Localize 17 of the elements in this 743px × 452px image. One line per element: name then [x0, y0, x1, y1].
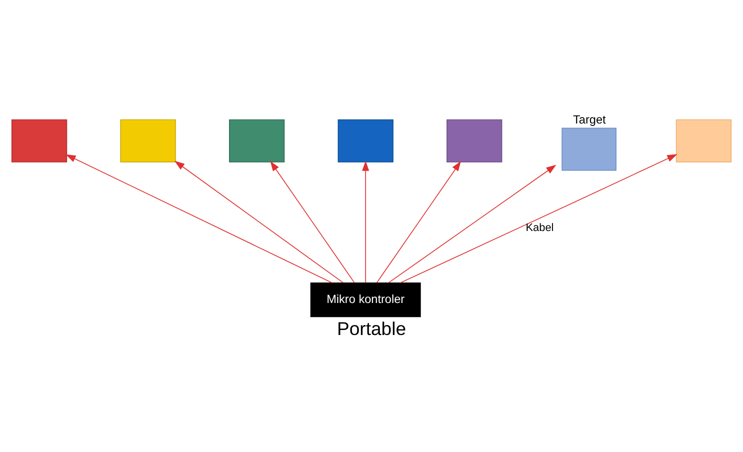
arrow — [66, 154, 333, 284]
node-box — [676, 119, 732, 162]
arrow — [388, 164, 556, 284]
caption: Portable — [336, 318, 406, 339]
edge-label: Kabel — [526, 222, 554, 234]
arrow — [400, 154, 678, 284]
arrow — [270, 160, 355, 284]
node-box — [229, 119, 285, 162]
node-box — [338, 119, 394, 162]
node-box — [446, 119, 502, 162]
node-label: Target — [573, 112, 606, 126]
node-box — [11, 119, 68, 162]
node-box — [120, 119, 176, 162]
arrow — [376, 160, 462, 284]
arrow — [174, 160, 344, 284]
arrow — [362, 160, 370, 284]
node-box: Mikro kontroler — [310, 282, 421, 318]
